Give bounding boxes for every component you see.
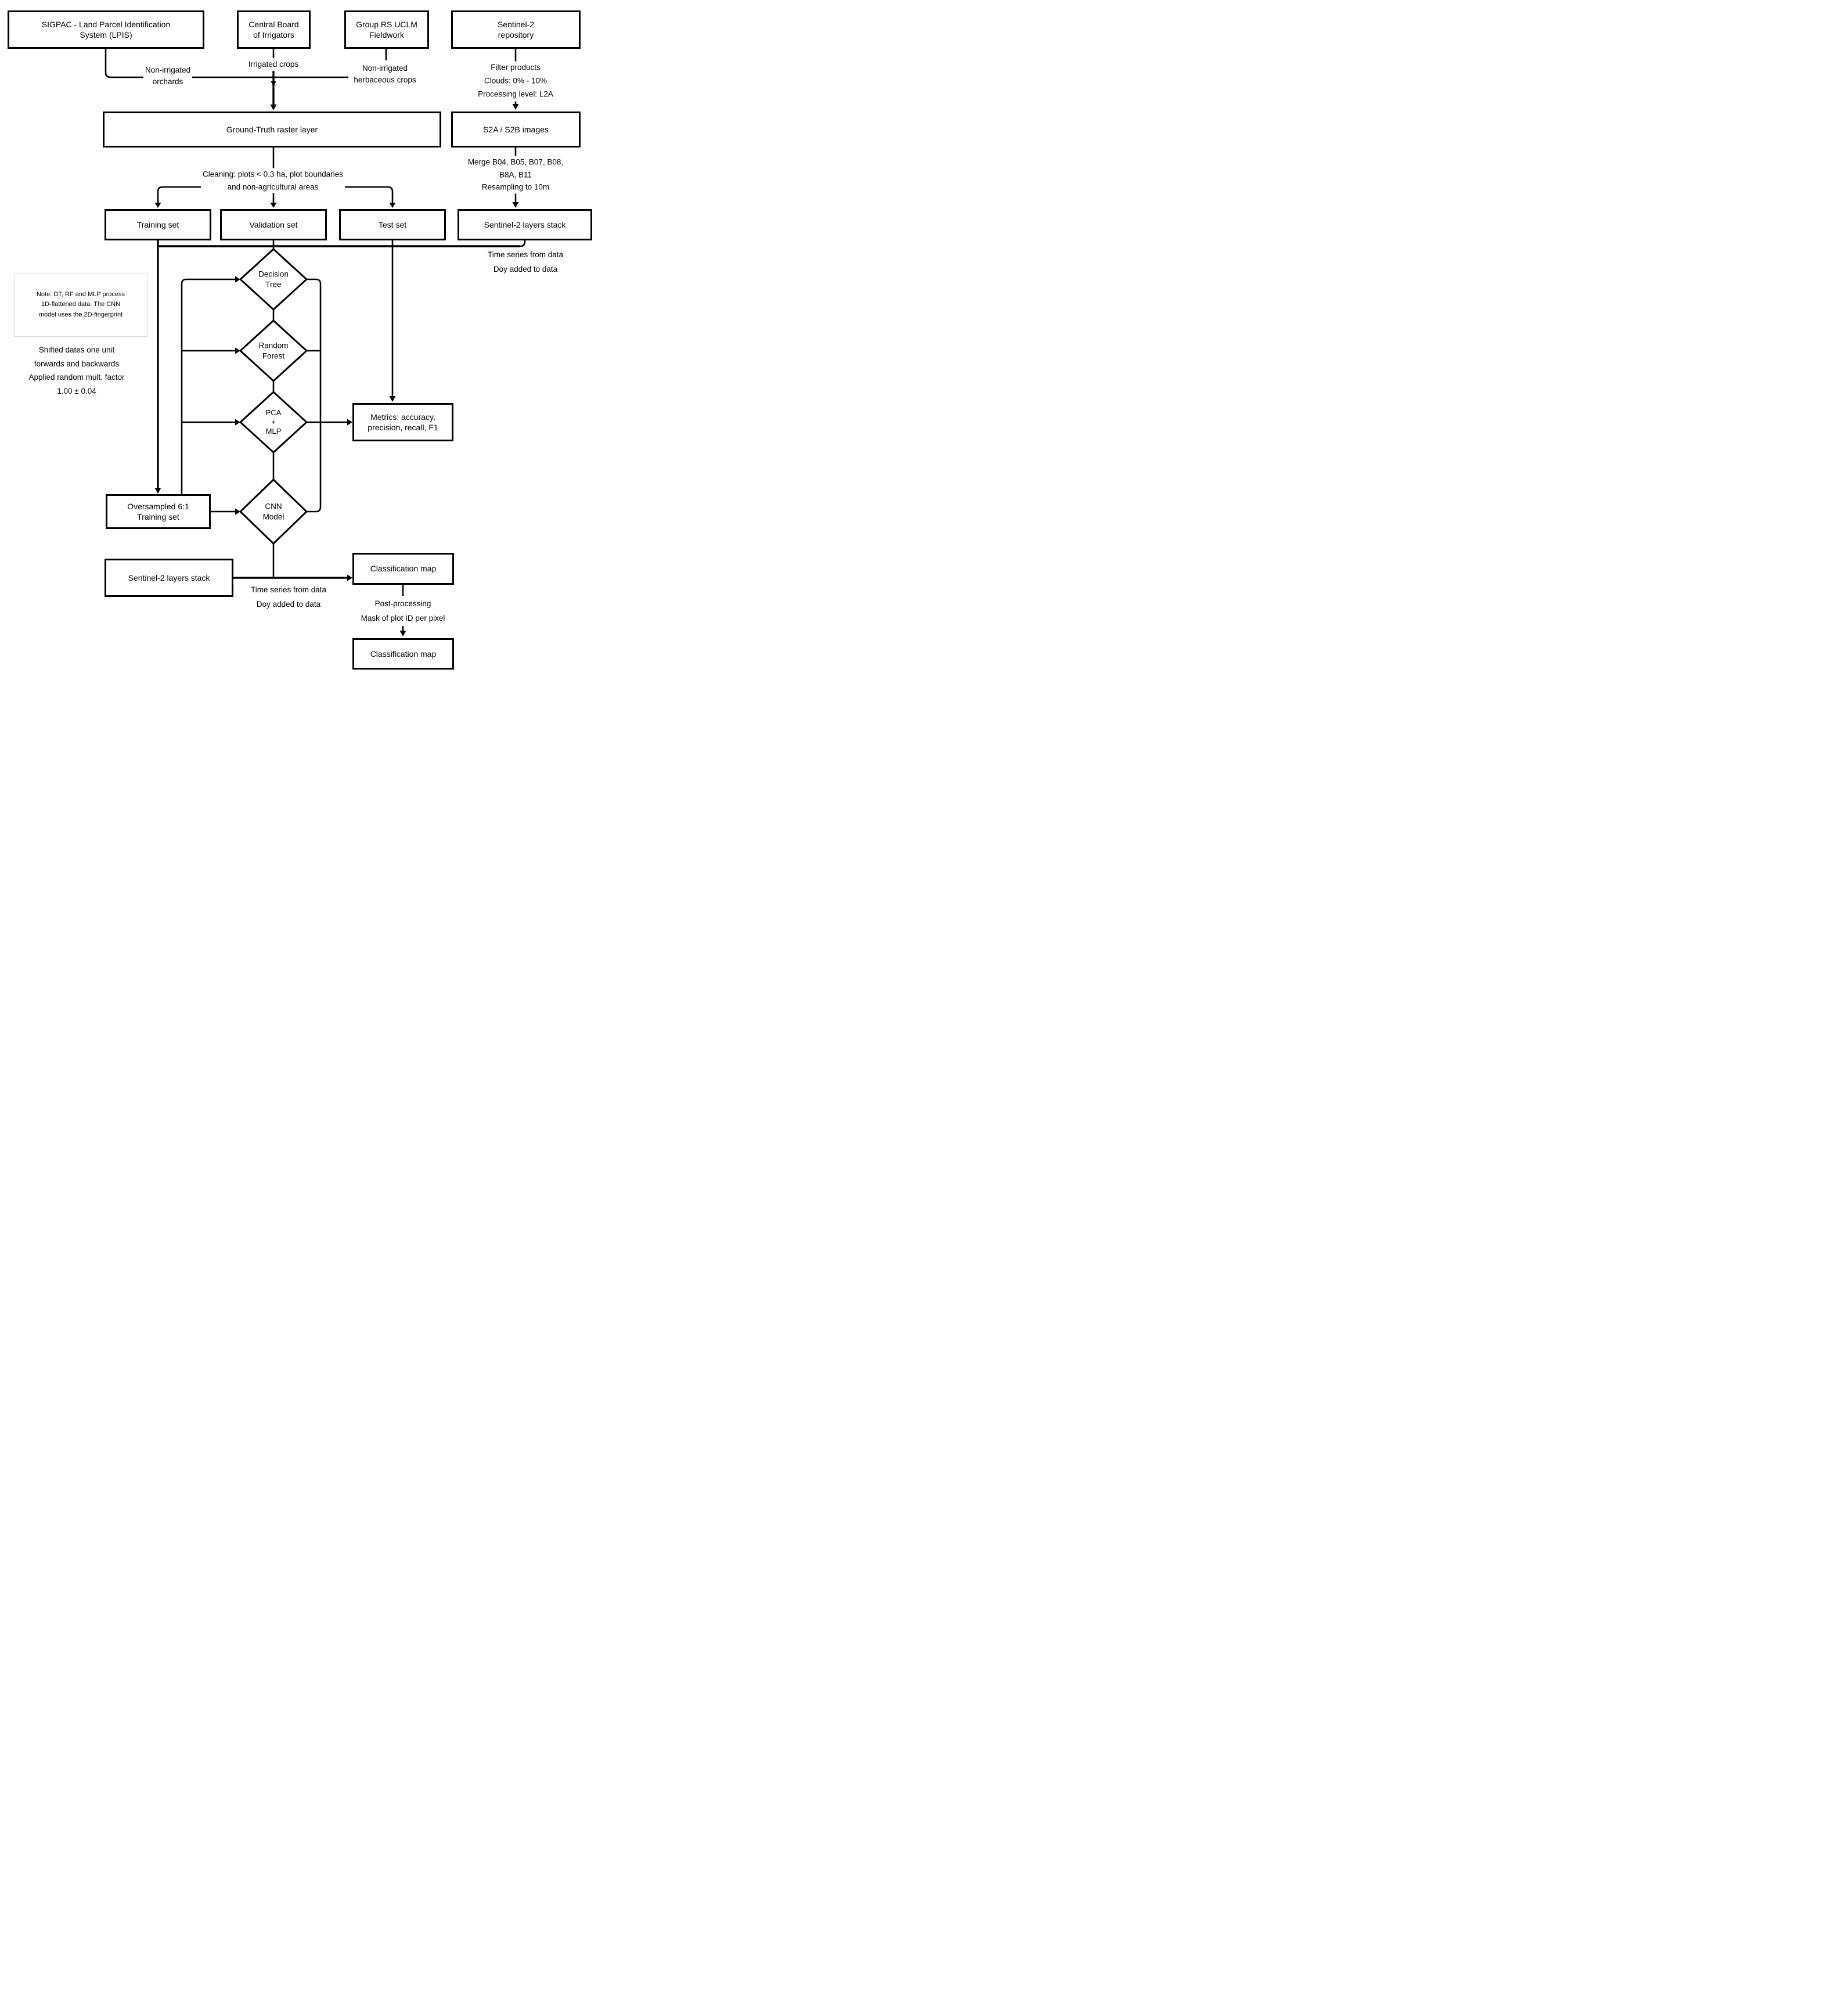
node-group-rs-uclm: Group RS UCLM Fieldwork <box>344 10 429 49</box>
edge-training-to-oversampled <box>154 240 161 494</box>
edge-central-to-ground-truth <box>270 48 277 110</box>
edge-test-to-metrics <box>389 240 396 402</box>
pca-mlp-label: PCA + MLP <box>265 408 282 436</box>
label-non-irrigated-herbaceous: Non-irrigated herbaceous crops <box>352 62 418 87</box>
node-metrics: Metrics: accuracy, precision, recall, F1 <box>352 403 453 441</box>
cnn-model-label: CNN Model <box>262 502 284 521</box>
label-cleaning: Cleaning: plots < 0.3 ha, plot boundarie… <box>200 168 345 193</box>
node-training-set: Training set <box>105 209 211 240</box>
node-central-board: Central Board of Irrigators <box>237 10 311 49</box>
node-s2a-s2b-images: S2A / S2B images <box>451 111 581 148</box>
edge-right-collector <box>307 278 322 513</box>
label-shifted-dates: Shifted dates one unit forwards and back… <box>28 345 125 395</box>
edge-postprocessing <box>399 585 406 636</box>
node-validation-set: Validation set <box>220 209 327 240</box>
node-oversampled-training-set: Oversampled 6:1 Training set <box>106 494 211 529</box>
random-forest-diamond <box>239 319 308 382</box>
edge-sigpac-to-merge <box>105 48 348 78</box>
edge-oversampled-to-cnn <box>211 508 240 515</box>
cnn-model-diamond <box>239 479 308 545</box>
note-box: Note: DT, RF and MLP process 1D-flattene… <box>14 273 147 337</box>
edge-cnn-to-classification <box>233 544 352 581</box>
label-filter-products: Filter products Clouds: 0% - 10% Process… <box>476 61 555 102</box>
label-non-irrigated-orchards: Non-irrigated orchards <box>143 64 193 88</box>
label-time-series-top: Time series from data Doy added to data <box>487 250 564 274</box>
random-forest-label: Random Forest <box>258 341 289 360</box>
decision-tree-diamond <box>239 248 308 311</box>
label-irrigated-crops: Irrigated crops <box>246 58 301 71</box>
label-post-processing: Post-processing Mask of plot ID per pixe… <box>359 597 447 626</box>
node-sentinel2-layers-stack-bottom: Sentinel-2 layers stack <box>105 559 233 597</box>
flowchart-wires <box>105 48 526 636</box>
label-merge-bands: Merge B04, B05, B07, B08, B8A, B11 Resam… <box>465 156 566 194</box>
node-sentinel2-layers-stack-top: Sentinel-2 layers stack <box>458 209 592 240</box>
node-classification-map-1: Classification map <box>352 553 454 585</box>
node-sigpac: SIGPAC - Land Parcel Identification Syst… <box>8 10 204 49</box>
decision-tree-label: Decision Tree <box>258 269 289 289</box>
node-sentinel2-repository: Sentinel-2 repository <box>451 10 581 49</box>
edge-collector-to-metrics <box>320 419 352 426</box>
label-time-series-bottom: Time series from data Doy added to data <box>248 583 329 612</box>
node-ground-truth-raster: Ground-Truth raster layer <box>103 111 441 148</box>
node-test-set: Test set <box>339 209 446 240</box>
flowchart-canvas: SIGPAC - Land Parcel Identification Syst… <box>0 0 616 671</box>
pca-mlp-diamond <box>239 391 308 454</box>
edge-oversampled-riser <box>181 276 240 494</box>
node-classification-map-2: Classification map <box>352 638 454 670</box>
edge-sets-bus <box>158 240 526 249</box>
